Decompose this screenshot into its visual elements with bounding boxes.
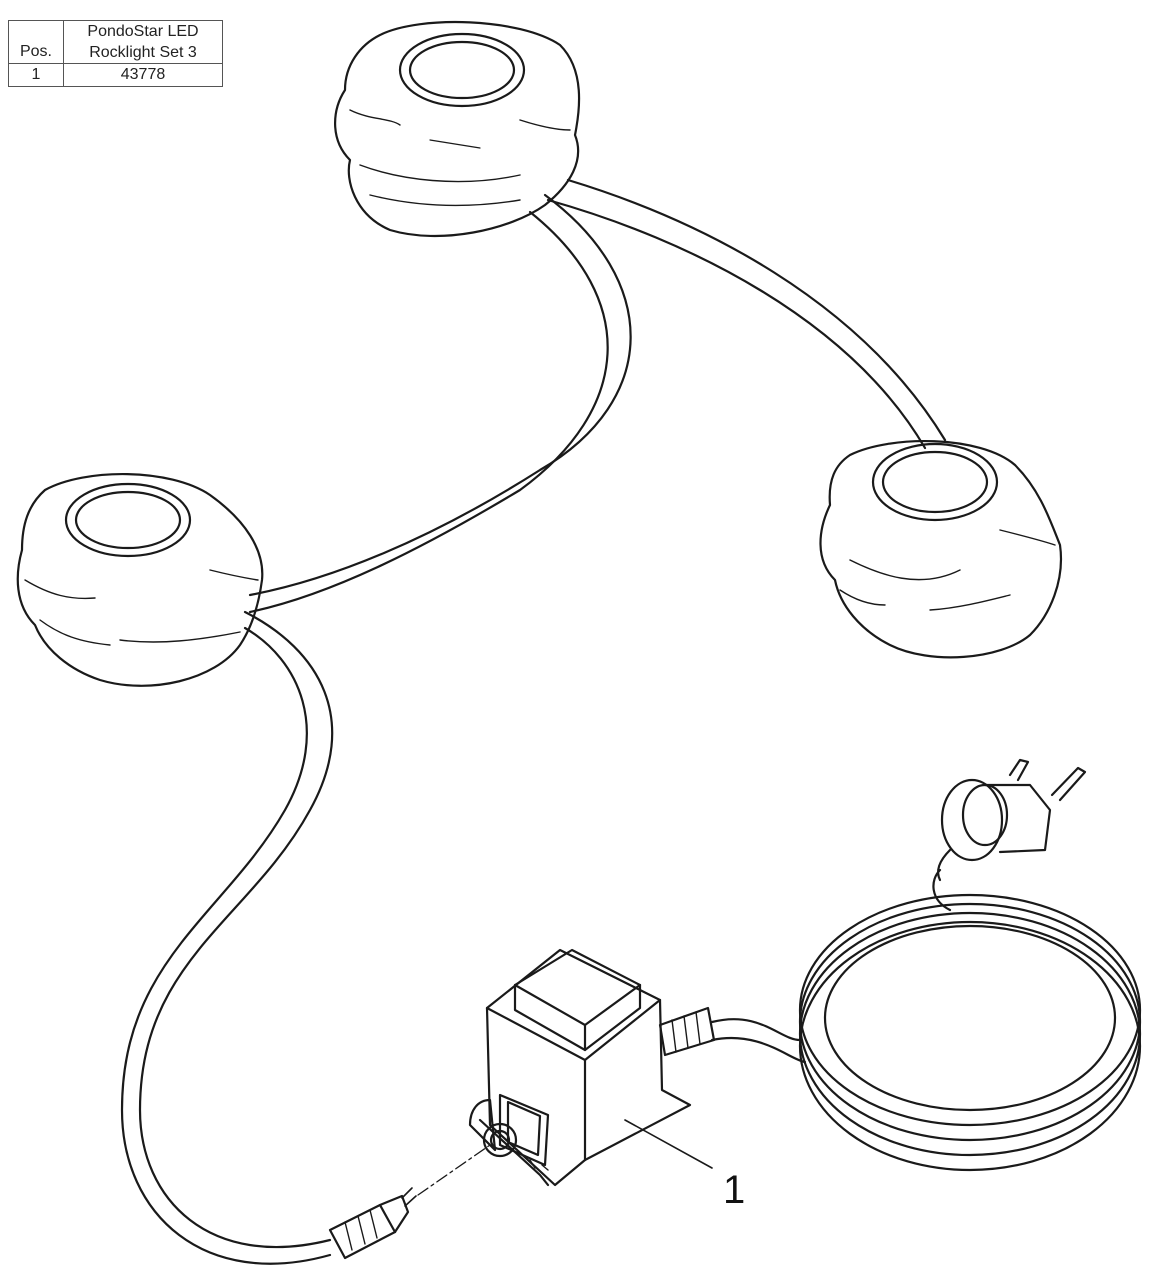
connection-dash-line: [417, 1144, 491, 1196]
transformer-unit: [468, 948, 692, 1187]
header-product-line2: Rocklight Set 3: [89, 44, 197, 61]
row-article: 43778: [63, 63, 223, 87]
power-cable-coil: [710, 868, 1142, 1172]
callout-number: 1: [723, 1168, 746, 1212]
table-row: 1 43778: [8, 63, 223, 87]
cable-top-to-right-light: [546, 178, 947, 450]
callout-leader-line: [624, 1119, 713, 1169]
header-product: PondoStar LED Rocklight Set 3: [63, 20, 223, 64]
rock-light-top: [334, 20, 581, 238]
rock-light-right: [819, 439, 1062, 659]
transformer-cable-gland: [658, 1006, 716, 1057]
cable-top-to-left-light: [248, 193, 632, 614]
cable-left-light-to-connector: [120, 610, 334, 1265]
parts-table: Pos. PondoStar LED Rocklight Set 3 1 437…: [8, 20, 223, 87]
header-product-line1: PondoStar LED: [87, 23, 199, 40]
parts-table-header-row: Pos. PondoStar LED Rocklight Set 3: [8, 20, 223, 64]
row-pos: 1: [8, 63, 64, 87]
cable-plug-connector: [328, 1187, 417, 1260]
rock-light-left: [16, 473, 264, 687]
mains-plug: [936, 758, 1087, 882]
header-pos: Pos.: [8, 20, 64, 64]
